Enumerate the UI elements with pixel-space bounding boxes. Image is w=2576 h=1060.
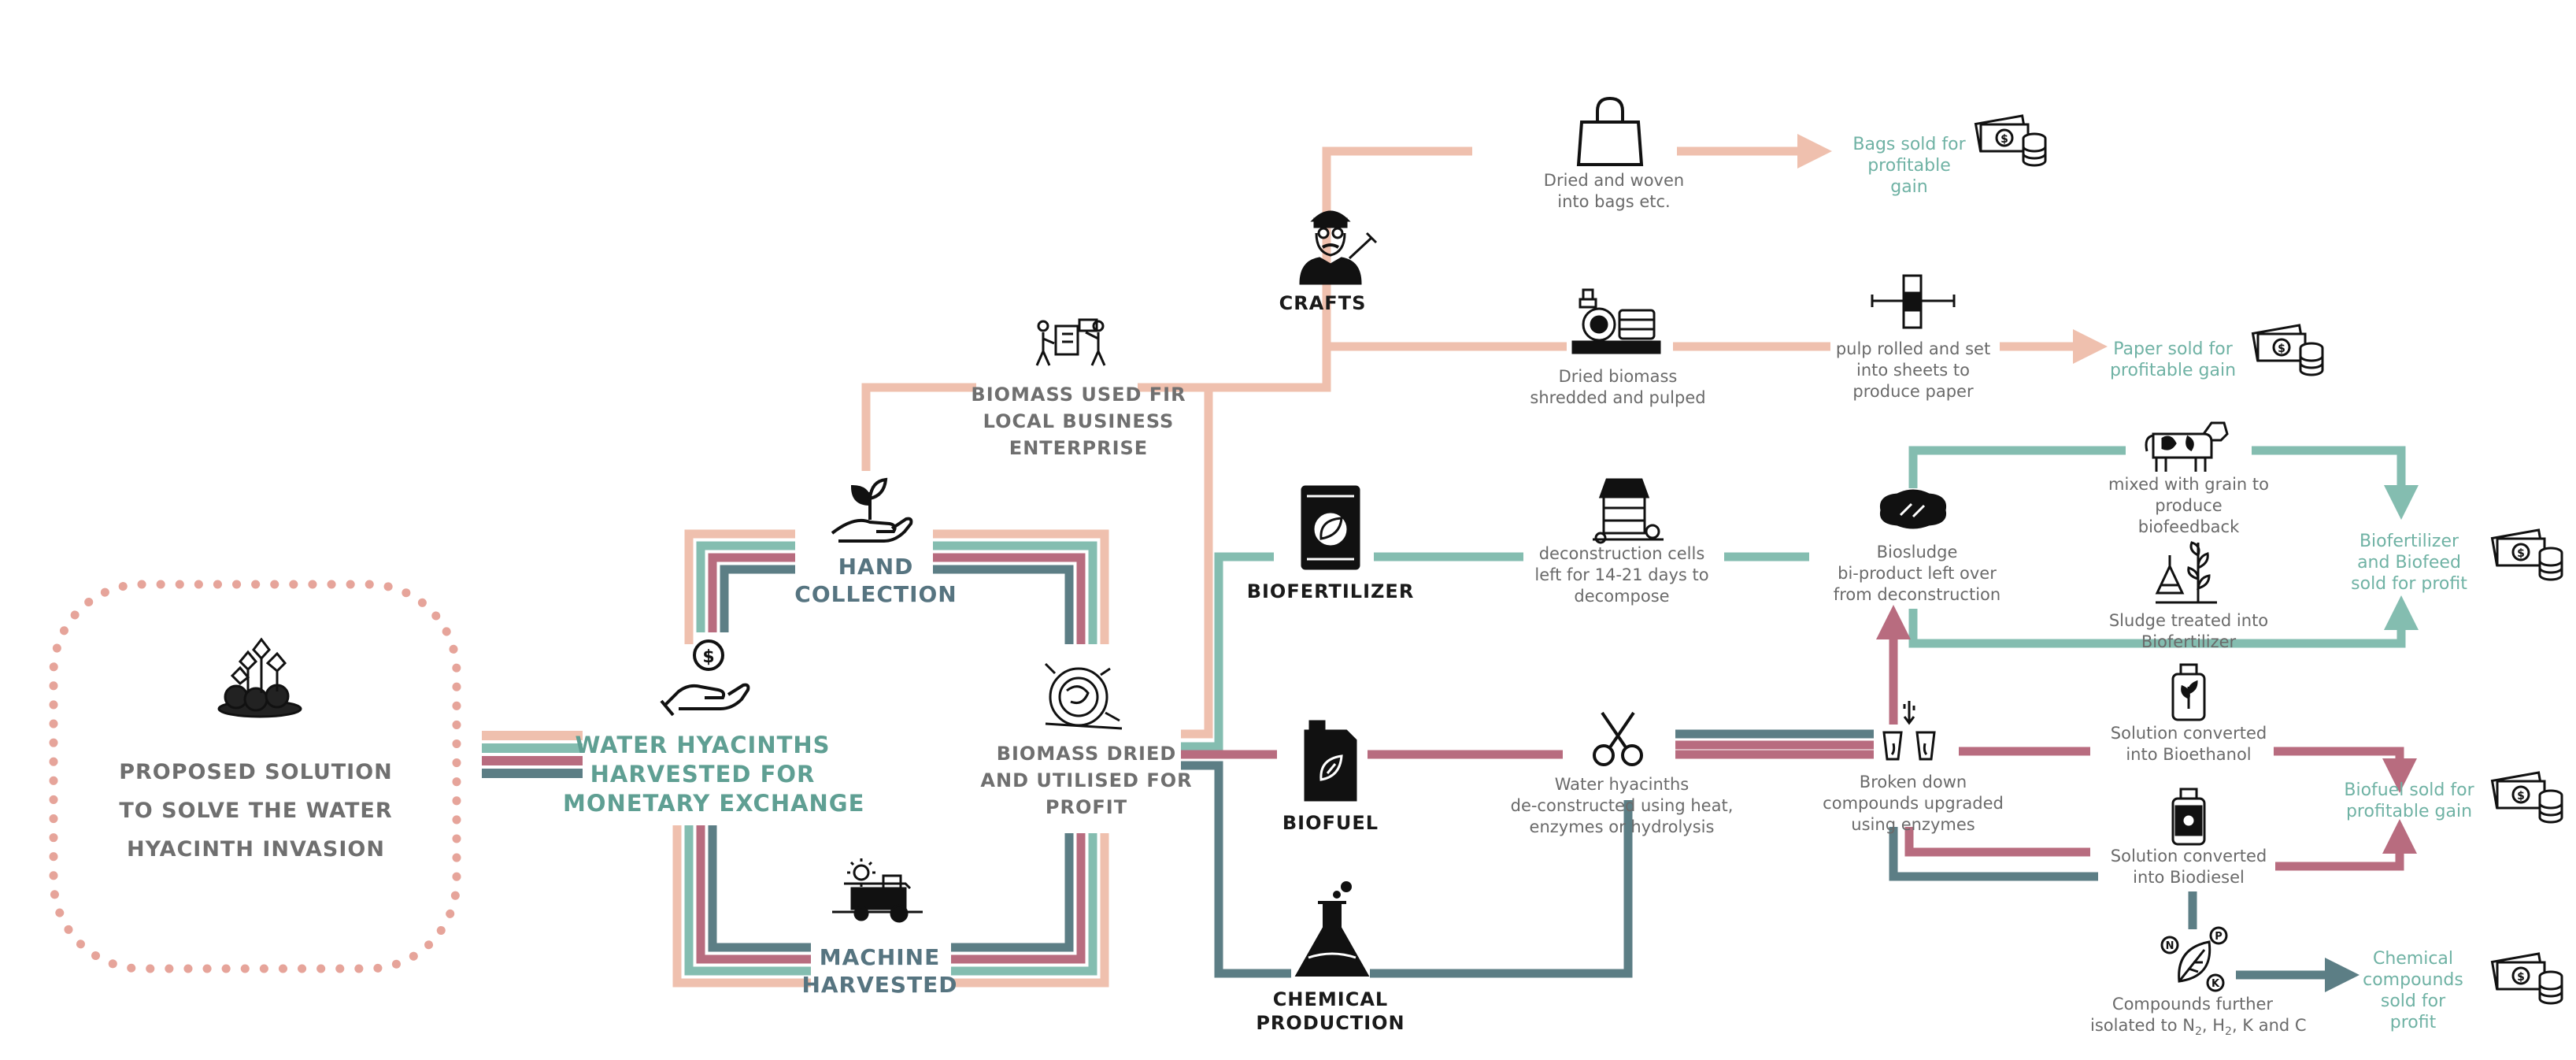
proposed-solution-frame <box>49 580 461 973</box>
harvested-label: WATER HYACINTHS HARVESTED FOR MONETARY E… <box>563 732 865 817</box>
shredded-step-label: Dried biomass shredded and pulped <box>1530 367 1706 407</box>
paper-sheets-icon <box>1871 274 1956 329</box>
svg-text:$: $ <box>702 647 714 667</box>
plant-lab-icon <box>2155 541 2217 604</box>
crafts-label: CRAFTS <box>1279 292 1367 314</box>
maroon-flow <box>1181 605 2417 871</box>
bags-step-label: Dried and woven into bags etc. <box>1543 171 1685 211</box>
hand-plant-icon <box>831 477 913 543</box>
deconstruction-step-label: deconstruction cells left for 14-21 days… <box>1534 544 1709 606</box>
connector-stripes <box>482 731 583 778</box>
money-stack-icon <box>2491 528 2563 581</box>
svg-text:K: K <box>2211 978 2220 990</box>
biodiesel-label: Solution converted into Biodiesel <box>2110 847 2267 887</box>
money-stack-icon <box>2252 324 2324 376</box>
teal-flow <box>1181 446 2419 751</box>
sludge-icon <box>1879 489 1947 529</box>
tractor-icon <box>832 858 923 923</box>
craftsman-icon <box>1299 210 1378 285</box>
svg-text:N: N <box>2166 940 2174 952</box>
biofuel-sold-label: Biofuel sold for profitable gain <box>2344 780 2474 821</box>
machine-bracket-right <box>951 833 1109 988</box>
paper-sold-label: Paper sold for profitable gain <box>2109 339 2237 380</box>
flask-icon <box>1294 881 1370 977</box>
chemical-sold-label: Chemical compounds sold for profit <box>2363 949 2463 1032</box>
peach-flow <box>1138 134 2108 739</box>
hand-bracket-left <box>684 529 795 644</box>
shredder-machine-icon <box>1571 288 1661 354</box>
fertilizer-bag-icon <box>1301 485 1360 570</box>
machine-bracket-left <box>672 825 811 988</box>
decomposer-tank-icon <box>1593 478 1664 544</box>
biomass-dried-label: BIOMASS DRIED AND UTILISED FOR PROFIT <box>980 743 1193 818</box>
hyacinth-flower-icon <box>217 637 302 718</box>
slate-flow <box>1181 729 2359 992</box>
biofuel-label: BIOFUEL <box>1282 812 1379 834</box>
mixed-grain-label: mixed with grain to produce biofeedback <box>2108 475 2269 536</box>
fuel-canister-icon <box>1304 720 1357 802</box>
biosludge-label: Biosludge bi-product left over from deco… <box>1833 543 2001 604</box>
biomass-used-label: BIOMASS USED FIR LOCAL BUSINESS ENTERPRI… <box>971 384 1186 459</box>
scissors-icon <box>1593 711 1643 766</box>
hand-coin-icon: $ <box>660 639 750 717</box>
money-stack-icon <box>2491 771 2563 824</box>
shopping-bag-icon <box>1576 96 1644 166</box>
compounds-isolated-label: Compounds further isolated to N2, H2, K … <box>2090 995 2307 1039</box>
deconstructed-step-label: Water hyacinths de-constructed using hea… <box>1510 775 1734 836</box>
cow-icon <box>2145 421 2229 472</box>
proposed-solution-label: PROPOSED SOLUTION TO SOLVE THE WATER HYA… <box>119 760 393 862</box>
broken-down-label: Broken down compounds upgraded using enz… <box>1823 773 2004 834</box>
hay-bale-icon <box>1044 662 1123 730</box>
broken-compound-icon <box>1882 701 1936 761</box>
bags-sold-label: Bags sold for profitable gain <box>1852 135 1966 197</box>
biofertilizer-label: BIOFERTILIZER <box>1246 580 1415 602</box>
nutrient-leaf-icon: N P K <box>2160 926 2228 992</box>
diesel-bottle-icon <box>2171 788 2206 846</box>
hand-collection-label: HAND COLLECTION <box>794 554 957 607</box>
sludge-treated-label: Sludge treated into Biofertilizer <box>2108 611 2269 651</box>
pulp-step-label: pulp rolled and set into sheets to produ… <box>1835 339 1991 401</box>
workers-icon <box>1035 318 1106 366</box>
machine-harvested-label: MACHINE HARVESTED <box>801 944 958 998</box>
local-business-line <box>861 383 976 471</box>
biofertilizer-sold-label: Biofertilizer and Biofeed sold for profi… <box>2351 532 2467 594</box>
hand-bracket-right <box>933 529 1109 644</box>
svg-text:P: P <box>2215 931 2223 943</box>
ethanol-bottle-icon <box>2171 663 2206 721</box>
bioethanol-label: Solution converted into Bioethanol <box>2110 724 2267 764</box>
money-stack-icon <box>2491 952 2563 1005</box>
chemical-production-label: CHEMICAL PRODUCTION <box>1256 988 1405 1034</box>
